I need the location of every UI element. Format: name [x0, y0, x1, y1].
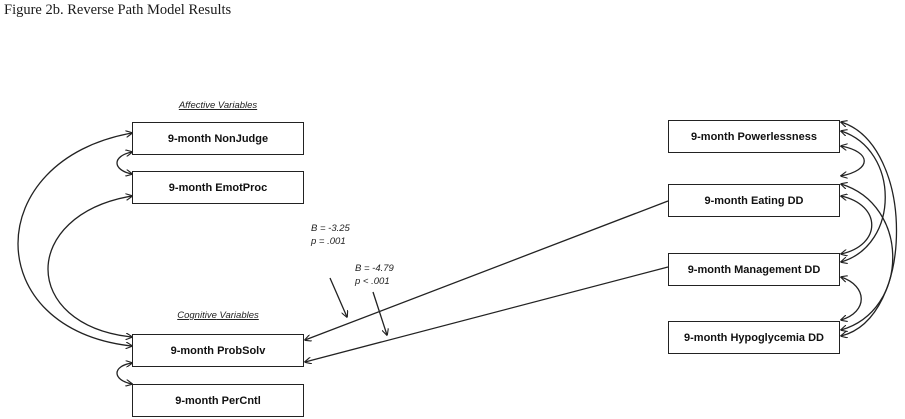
covariance-nonjudge-emotproc: [116, 152, 132, 174]
cognitive-label-suffix: Variables: [219, 310, 259, 321]
cognitive-variables-label: Cognitive Variables: [177, 310, 259, 321]
node-percntl-label: 9-month PerCntl: [175, 394, 261, 407]
node-probsolv: 9-month ProbSolv: [132, 334, 304, 367]
coef-2-b: B = -4.79: [355, 263, 394, 274]
node-emotproc: 9-month EmotProc: [132, 171, 304, 204]
covariance-eating-hypoglycemia: [841, 184, 894, 330]
path-eating-to-probsolv: [305, 200, 669, 340]
covariance-eating-management: [841, 196, 873, 254]
coefficient-eating-probsolv: B = -3.25 p = .001: [311, 222, 350, 248]
covariance-powerlessness-hypoglycemia: [841, 122, 897, 336]
node-nonjudge-label: 9-month NonJudge: [167, 132, 269, 145]
node-hypoglycemia-dd-label: 9-month Hypoglycemia DD: [684, 331, 824, 344]
pointer-coef-2: [372, 291, 387, 335]
path-management-to-probsolv: [305, 266, 669, 362]
covariance-emotproc-probsolv: [47, 196, 132, 337]
covariance-management-hypoglycemia: [841, 277, 862, 320]
cognitive-label-prefix: Cognitive: [177, 310, 217, 321]
node-eating-dd: 9-month Eating DD: [668, 184, 840, 217]
covariance-nonjudge-probsolv: [17, 133, 132, 346]
node-nonjudge: 9-month NonJudge: [132, 122, 304, 155]
covariance-powerlessness-management: [841, 131, 886, 262]
figure-caption: Figure 2b. Reverse Path Model Results: [4, 2, 232, 18]
node-hypoglycemia-dd: 9-month Hypoglycemia DD: [668, 321, 840, 354]
coef-2-p: p < .001: [355, 276, 390, 287]
affective-variables-label: Affective Variables: [178, 100, 258, 111]
coef-1-p: p = .001: [311, 236, 346, 247]
node-management-dd-label: 9-month Management DD: [687, 263, 821, 276]
node-percntl: 9-month PerCntl: [132, 384, 304, 417]
node-emotproc-label: 9-month EmotProc: [168, 181, 268, 194]
covariance-powerlessness-eating: [841, 146, 865, 176]
node-management-dd: 9-month Management DD: [668, 253, 840, 286]
node-powerlessness-label: 9-month Powerlessness: [691, 130, 817, 143]
coefficient-management-probsolv: B = -4.79 p < .001: [355, 262, 394, 288]
node-eating-dd-label: 9-month Eating DD: [704, 194, 804, 207]
pointer-coef-1: [329, 277, 347, 317]
node-powerlessness: 9-month Powerlessness: [668, 120, 840, 153]
node-probsolv-label: 9-month ProbSolv: [170, 344, 266, 357]
covariance-probsolv-percntl: [116, 363, 132, 384]
coef-1-b: B = -3.25: [311, 223, 350, 234]
